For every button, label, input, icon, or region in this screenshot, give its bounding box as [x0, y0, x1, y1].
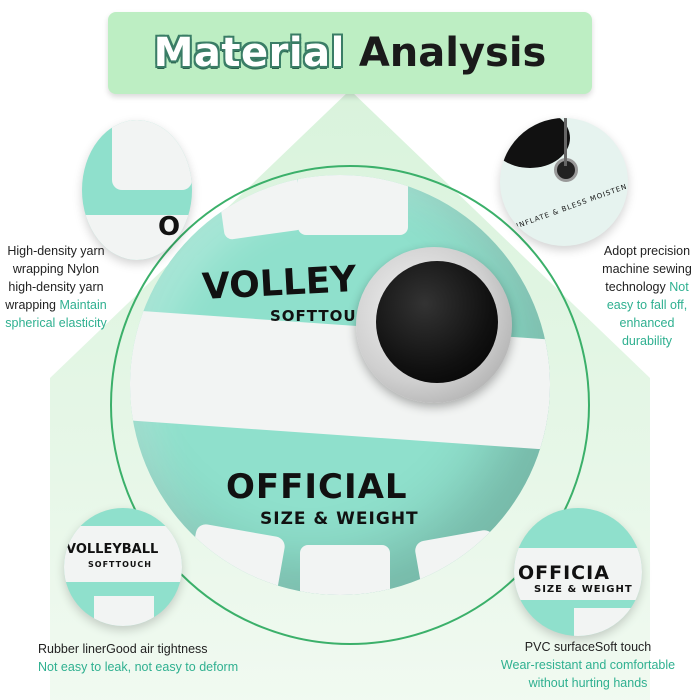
- ball-panel: [300, 545, 390, 595]
- ball-panel: [82, 215, 192, 260]
- caption-yarn: High-density yarn wrapping Nylon high-de…: [2, 242, 110, 332]
- caption-text: High-density yarn wrapping Nylon high-de…: [5, 244, 105, 312]
- caption-text: PVC surfaceSoft touch: [524, 640, 652, 654]
- ball-panel: [413, 528, 507, 595]
- caption-highlight: Not easy to leak, not easy to deform: [38, 660, 239, 674]
- ball-panel: [94, 596, 154, 626]
- caption-sewing: Adopt precision machine sewing technolog…: [594, 242, 700, 350]
- title-part1: Material: [153, 30, 345, 76]
- ball-panel: [183, 522, 287, 595]
- caption-highlight: Maintain spherical elasticity: [5, 298, 107, 330]
- ball-panel: [514, 548, 642, 600]
- detail-liner: VOLLEYBALL SOFTTOUCH: [64, 508, 182, 626]
- ball-panel: [112, 120, 192, 190]
- title-part2: Analysis: [358, 30, 547, 76]
- ball-size-weight: SIZE & WEIGHT: [260, 509, 419, 529]
- caption-text: Adopt precision machine sewing technolog…: [602, 244, 692, 294]
- detail-needle: INFLATE & BLESS MOISTEN NEEDLE: [500, 118, 628, 246]
- ball-panel: [64, 526, 182, 582]
- ball-subbrand: SOFTTOU: [270, 307, 357, 325]
- valve-hole-icon: [376, 261, 498, 383]
- ball-panel: [298, 175, 408, 235]
- detail-yarn: O: [82, 120, 192, 260]
- title-banner: Material Analysis: [108, 12, 592, 94]
- outline-ring: [110, 165, 590, 645]
- ball-brand: VOLLEY: [201, 258, 358, 309]
- caption-surface: PVC surfaceSoft touch Wear-resistant and…: [488, 638, 688, 692]
- detail-size-weight: SIZE & WEIGHT: [534, 584, 633, 595]
- detail-surface: OFFICIA SIZE & WEIGHT: [514, 508, 642, 636]
- caption-highlight: Wear-resistant and comfortable without h…: [500, 658, 676, 690]
- detail-official: OFFICIA: [518, 562, 610, 584]
- detail-letter: O: [158, 212, 181, 242]
- caption-liner: Rubber linerGood air tightness Not easy …: [38, 640, 258, 676]
- ball-panel: [574, 608, 634, 636]
- detail-brand: VOLLEYBALL: [66, 542, 159, 557]
- caption-highlight: Not easy to fall off, enhanced durabilit…: [606, 280, 689, 348]
- caption-text: Rubber linerGood air tightness: [38, 642, 208, 656]
- needle-icon: [564, 118, 567, 166]
- volleyball-image: VOLLEY SOFTTOU OFFICIAL SIZE & WEIGHT: [130, 175, 550, 595]
- detail-subbrand: SOFTTOUCH: [88, 560, 152, 569]
- valve-closeup: [356, 247, 512, 403]
- ball-panel: [215, 175, 305, 241]
- ball-official: OFFICIAL: [226, 467, 408, 507]
